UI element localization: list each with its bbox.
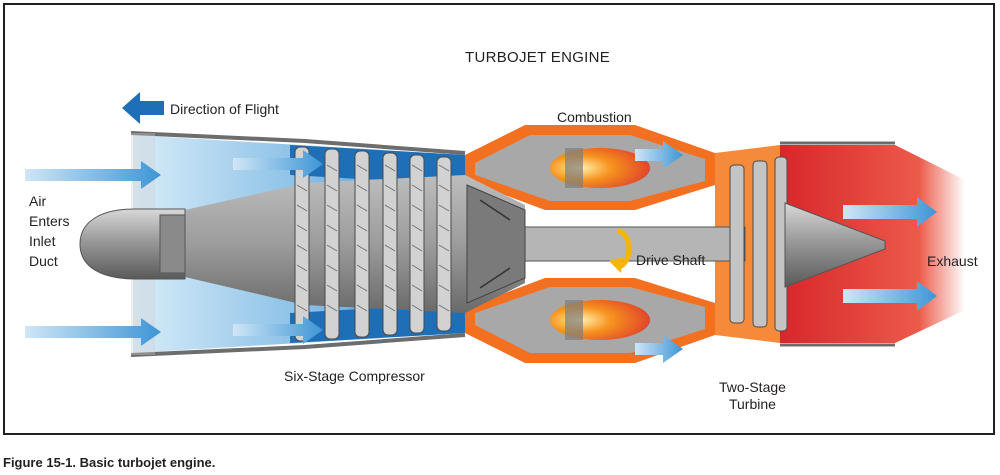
compressor-label: Six-Stage Compressor bbox=[284, 368, 425, 384]
compressor-blades bbox=[294, 146, 452, 342]
turbine-discs bbox=[729, 156, 788, 332]
turbine-line-1: Two-Stage bbox=[719, 379, 786, 395]
drive-shaft bbox=[484, 226, 746, 262]
exhaust-label: Exhaust bbox=[927, 253, 978, 269]
air-inlet-label: Air Enters Inlet Duct bbox=[29, 191, 69, 271]
figure-caption: Figure 15-1. Basic turbojet engine. bbox=[3, 455, 216, 470]
diagram-title: TURBOJET ENGINE bbox=[465, 49, 611, 66]
turbojet-diagram bbox=[25, 125, 965, 363]
flow-arrow-icon bbox=[25, 141, 937, 363]
air-inlet-line-1: Air bbox=[29, 193, 47, 209]
air-inlet-line-3: Inlet bbox=[29, 233, 56, 249]
direction-of-flight-label: Direction of Flight bbox=[170, 101, 279, 117]
combustion-label: Combustion bbox=[557, 109, 632, 125]
turbine-line-2: Turbine bbox=[728, 396, 776, 412]
direction-arrow-icon bbox=[122, 92, 164, 124]
diagram-frame: TURBOJET ENGINE Direction of Flight Air … bbox=[3, 3, 995, 435]
air-inlet-line-2: Enters bbox=[29, 213, 70, 229]
turbine-label: Two-Stage Turbine bbox=[719, 379, 786, 413]
air-inlet-line-4: Duct bbox=[29, 253, 58, 269]
tail-cone bbox=[784, 202, 886, 288]
drive-shaft-label: Drive Shaft bbox=[636, 252, 706, 268]
